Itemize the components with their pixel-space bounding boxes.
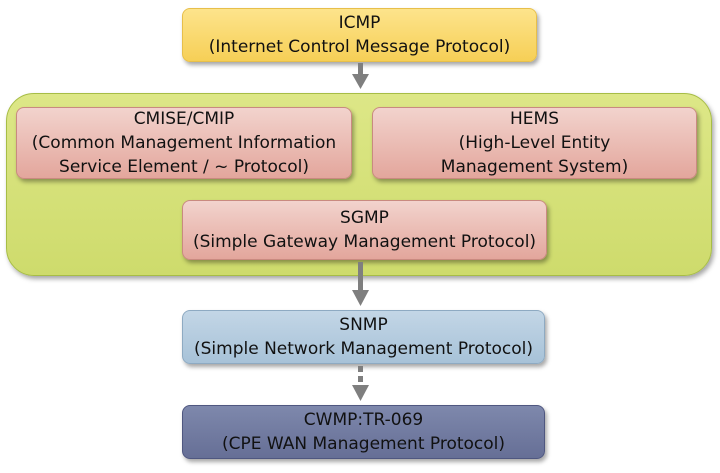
hems-subtitle-line1: (High-Level Entity [458,133,611,153]
icmp-title: ICMP [338,13,381,33]
cwmp-title: CWMP:TR-069 [303,410,424,430]
icmp-box: ICMP (Internet Control Message Protocol) [182,8,537,62]
hems-subtitle-line2: Management System) [440,157,629,177]
sgmp-box: SGMP (Simple Gateway Management Protocol… [182,200,547,260]
cmise-subtitle-line2: Service Element / ~ Protocol) [59,157,309,177]
cmise-subtitle-line1: (Common Management Information [31,133,337,153]
snmp-title: SNMP [339,315,388,335]
cwmp-box: CWMP:TR-069 (CPE WAN Management Protocol… [182,405,545,459]
icmp-subtitle: (Internet Control Message Protocol) [208,37,511,57]
dashed-arrow-snmp-to-cwmp [352,366,369,401]
hems-title: HEMS [510,109,559,129]
cwmp-subtitle: (CPE WAN Management Protocol) [221,434,506,454]
cmise-title: CMISE/CMIP [133,109,235,129]
sgmp-subtitle: (Simple Gateway Management Protocol) [192,232,537,252]
cmise-cmip-box: CMISE/CMIP (Common Management Informatio… [16,107,352,179]
arrow-icmp-to-group [352,63,369,89]
hems-box: HEMS (High-Level Entity Management Syste… [372,107,697,179]
snmp-subtitle: (Simple Network Management Protocol) [194,339,533,359]
sgmp-title: SGMP [340,208,389,228]
snmp-box: SNMP (Simple Network Management Protocol… [182,310,545,364]
